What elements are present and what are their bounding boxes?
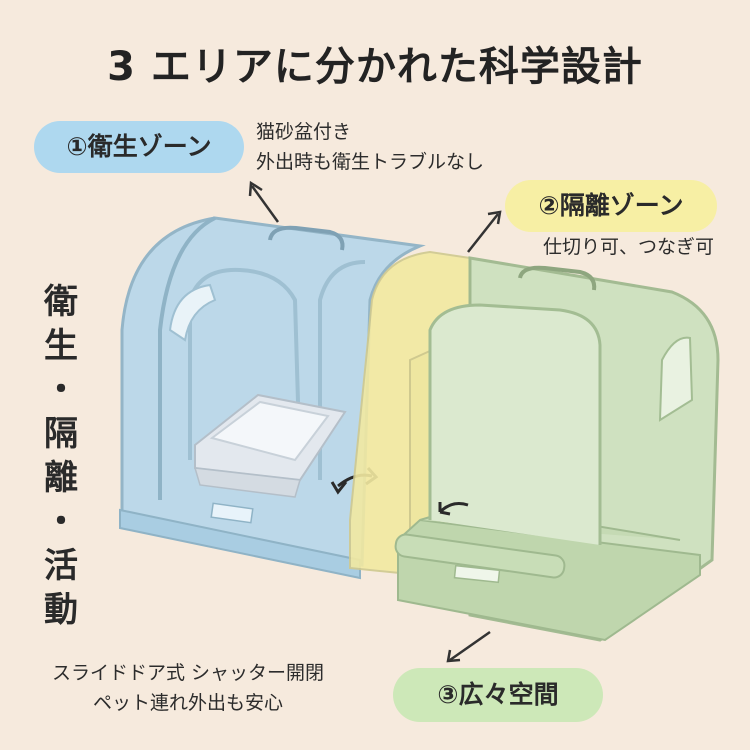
space-zone-label: ③広々空間 xyxy=(393,668,603,722)
swap-arrow-icon xyxy=(438,502,469,514)
vertical-caption: 衛 生 ・ 隔 離 ・ 活 動 xyxy=(36,280,86,632)
space-zone-tent xyxy=(394,256,720,642)
arrow-icon xyxy=(446,630,491,663)
space-zone-notes: スライドドア式 シャッター開閉 ペット連れ外出も安心 xyxy=(52,658,324,718)
space-zone-tag xyxy=(453,564,501,584)
isolation-zone-notes: 仕切り可、つなぎ可 xyxy=(543,232,714,262)
arrow-icon xyxy=(248,180,280,223)
caption-char: 生 xyxy=(44,326,78,366)
isolation-note-line: 仕切り可、つなぎ可 xyxy=(543,236,715,258)
space-note-line: スライドドア式 シャッター開閉 xyxy=(52,662,325,684)
caption-char: 離 xyxy=(44,458,78,498)
isolation-zone-label: ②隔離ゾーン xyxy=(505,180,717,232)
arrow-icon xyxy=(467,210,502,253)
handle-icon xyxy=(518,265,597,291)
hygiene-zone-tag xyxy=(210,502,254,524)
page-title: 3 エリアに分かれた科学設計 xyxy=(107,44,643,90)
hygiene-zone-label: ①衛生ゾーン xyxy=(34,121,244,173)
handle-icon xyxy=(268,225,345,251)
caption-char: 隔 xyxy=(44,414,78,454)
space-note-line: ペット連れ外出も安心 xyxy=(93,692,284,714)
hygiene-note-line: 猫砂盆付き xyxy=(256,121,352,143)
caption-char: 動 xyxy=(44,590,78,630)
caption-char: 活 xyxy=(44,546,78,586)
hygiene-zone-notes: 猫砂盆付き 外出時も衛生トラブルなし xyxy=(256,117,484,177)
hygiene-zone-tent xyxy=(119,216,426,580)
caption-char: ・ xyxy=(44,370,78,410)
caption-char: ・ xyxy=(44,502,78,542)
litter-box-icon xyxy=(193,393,347,498)
hygiene-note-line: 外出時も衛生トラブルなし xyxy=(256,151,485,173)
caption-char: 衛 xyxy=(44,282,78,322)
